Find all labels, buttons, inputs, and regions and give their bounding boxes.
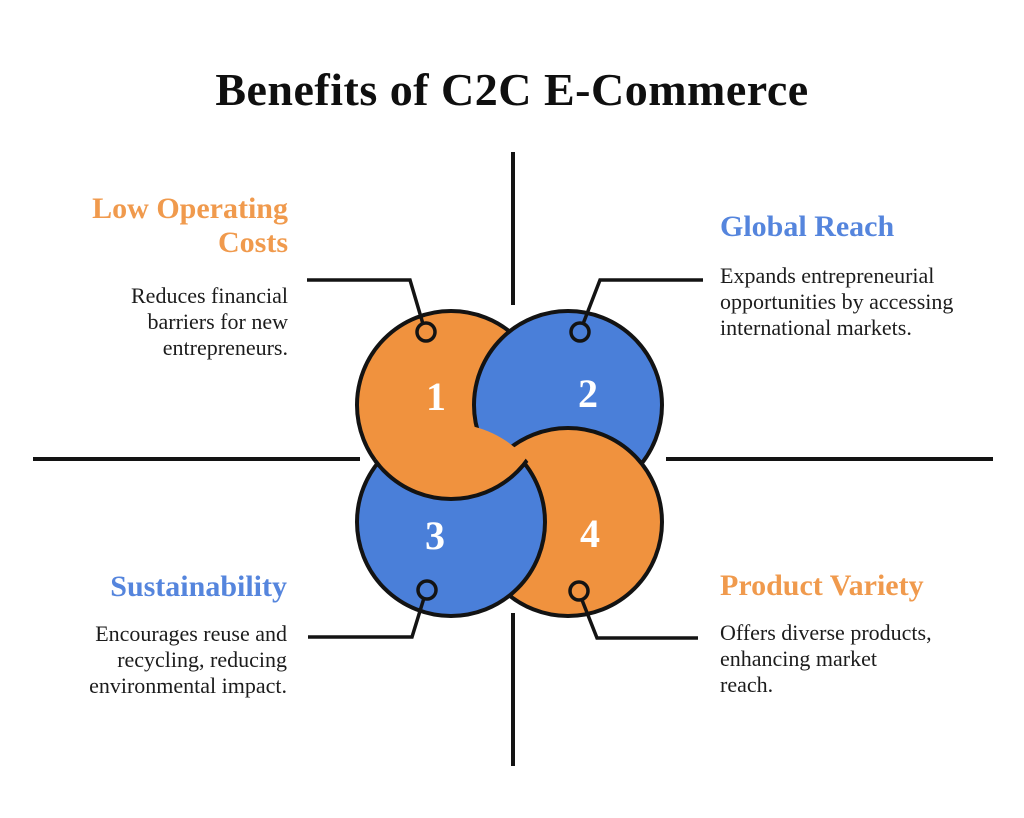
heading-low-operating-costs: Low Operating Costs	[92, 192, 288, 259]
ring-marker-3	[416, 579, 438, 601]
circle-number-2: 2	[578, 371, 598, 416]
ring-marker-2	[569, 321, 591, 343]
ring-marker-4	[568, 580, 590, 602]
description-global-reach: Expands entrepreneurial opportunities by…	[720, 263, 954, 340]
heading-global-reach: Global Reach	[720, 210, 895, 243]
circle-number-3: 3	[425, 513, 445, 558]
description-product-variety: Offers diverse products, enhancing marke…	[720, 620, 932, 697]
ring-marker-1	[415, 321, 437, 343]
connector-line-1	[307, 278, 425, 325]
description-sustainability: Encourages reuse and recycling, reducing…	[89, 621, 287, 698]
page-title: Benefits of C2C E-Commerce	[215, 64, 809, 115]
connector-line-2	[581, 278, 703, 325]
description-low-operating-costs: Reduces financial barriers for new entre…	[131, 283, 288, 360]
circle-number-1: 1	[426, 374, 446, 419]
circle-1-overlap-patch	[355, 424, 547, 501]
heading-sustainability: Sustainability	[110, 570, 287, 603]
connector-line-4	[580, 599, 698, 640]
heading-product-variety: Product Variety	[720, 569, 924, 602]
circle-number-4: 4	[580, 511, 600, 556]
connector-line-3	[308, 597, 426, 639]
